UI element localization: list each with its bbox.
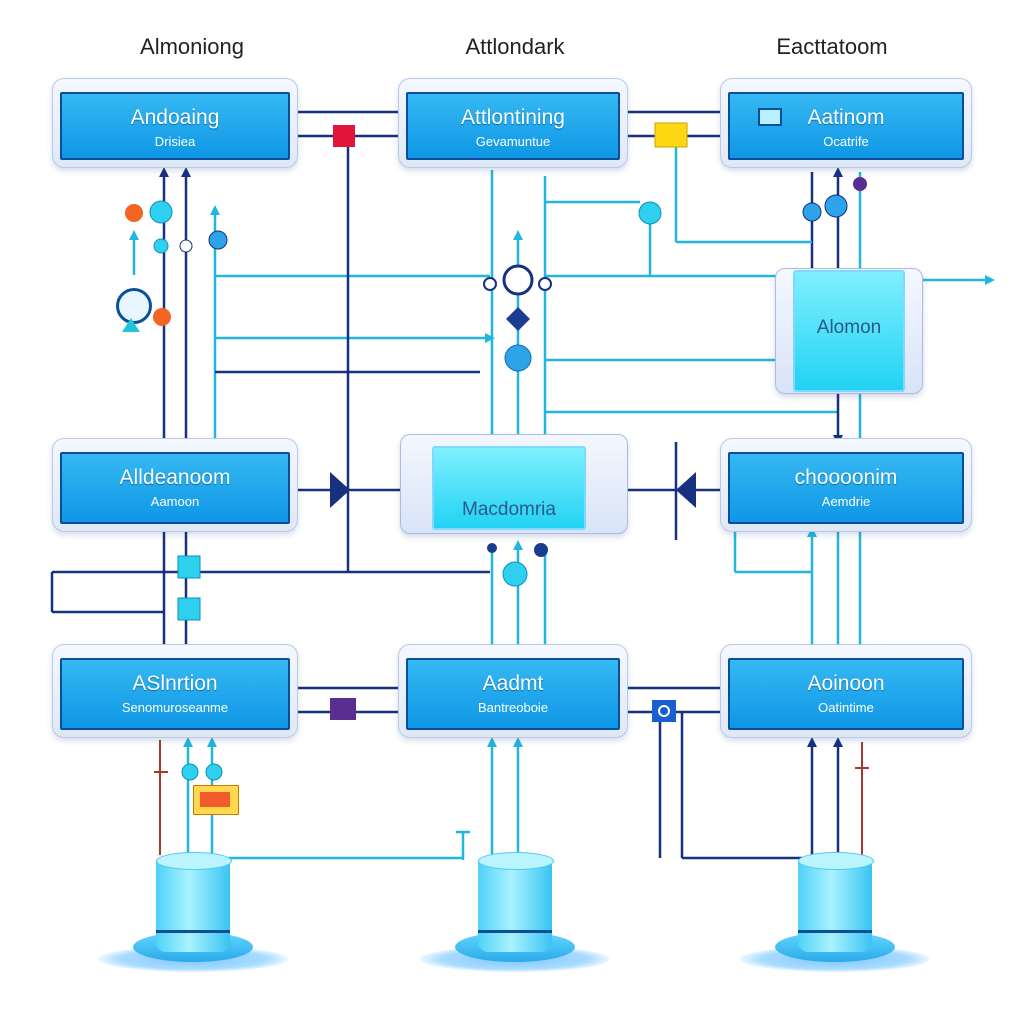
node-subtitle: Gevamuntue	[475, 134, 551, 149]
node-subtitle: Bantreoboie	[477, 700, 549, 715]
col3-cyan	[674, 135, 862, 648]
node-title: Macdomria	[462, 499, 556, 520]
node-title: choooonim	[794, 466, 898, 489]
node-r3c3[interactable]: Aoinoon Oatintime	[720, 644, 972, 738]
node-title: ASlnrtion	[132, 672, 218, 695]
feed-lines	[215, 200, 995, 414]
ring-valve	[502, 264, 534, 296]
diamond-valve	[506, 307, 530, 331]
white-ball	[179, 239, 193, 253]
node-subtitle: Senomuroseanme	[121, 700, 229, 715]
inlet-arrow-left	[330, 472, 350, 508]
cyan-box-1	[177, 555, 201, 579]
node-subtitle: Ocatrife	[823, 134, 869, 149]
node-r1c2[interactable]: Attlontining Gevamuntue	[398, 78, 628, 168]
coupler-purple	[330, 698, 356, 720]
node-r2c2[interactable]: Macdomria	[400, 434, 628, 534]
node-title: Alldeanoom	[119, 466, 231, 489]
orange-ball-2	[153, 308, 171, 326]
blue-ball	[208, 230, 228, 250]
orange-ball-1	[125, 204, 143, 222]
node-subtitle: Oatintime	[818, 700, 874, 715]
column-heading-2: Attlondark	[465, 34, 565, 59]
components	[125, 122, 867, 781]
node-title: Andoaing	[130, 106, 220, 129]
node-r2c3[interactable]: choooonim Aemdrie	[720, 438, 972, 532]
tank-3[interactable]	[740, 852, 930, 972]
inlet-arrow-right	[676, 472, 696, 508]
blue-ball-3a	[802, 202, 822, 222]
coupler-blue	[652, 700, 676, 722]
node-r2c1[interactable]: Alldeanoom Aamoon	[52, 438, 298, 532]
node-title: Alomon	[816, 317, 882, 338]
node-subtitle: Aamoon	[150, 494, 200, 509]
node-subtitle: Aemdrie	[821, 494, 871, 509]
node-title: Aoinoon	[807, 672, 885, 695]
node-title: Aadmt	[482, 672, 544, 695]
monitor-icon	[758, 108, 782, 126]
column-heading-3: Eacttatoom	[776, 34, 888, 59]
node-title: Aatinom	[807, 106, 885, 129]
node-r3c2[interactable]: Aadmt Bantreoboie	[398, 644, 628, 738]
col3-red-pipe	[855, 742, 869, 855]
cyan-ball-3	[638, 201, 662, 225]
node-r1c1[interactable]: Andoaing Drisiea	[52, 78, 298, 168]
cyan-box-2	[177, 597, 201, 621]
valve-tag-icon	[193, 785, 239, 815]
node-title: Attlontining	[461, 106, 565, 129]
col1-red-pipe	[154, 740, 168, 855]
node-subtitle: Drisiea	[154, 134, 196, 149]
gauge-stand-icon	[122, 318, 140, 332]
cyan-ball-2	[153, 238, 169, 254]
column-heading-1: Almoniong	[140, 34, 244, 59]
tank-1[interactable]	[98, 852, 288, 972]
blue-ball-3b	[824, 194, 848, 218]
tank-2[interactable]	[420, 852, 610, 972]
cyan-ball-5	[502, 561, 528, 587]
node-r3c1[interactable]: ASlnrtion Senomuroseanme	[52, 644, 298, 738]
coupler-red	[333, 125, 355, 147]
col2-risers	[456, 170, 547, 860]
node-r1c3[interactable]: Aatinom Ocatrife	[720, 78, 972, 168]
dark-feeds	[50, 136, 490, 614]
node-side[interactable]: Alomon	[775, 268, 923, 394]
cyan-ball-1	[149, 200, 173, 224]
cyan-ball-4	[504, 344, 532, 372]
coupler-yellow	[654, 122, 688, 148]
